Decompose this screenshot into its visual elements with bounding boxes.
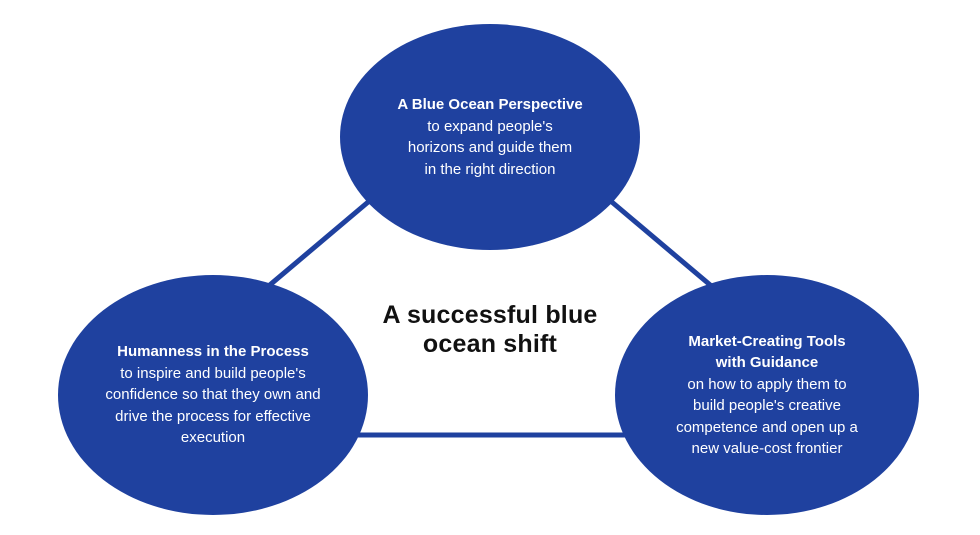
node-blue-ocean-perspective-heading: A Blue Ocean Perspective	[397, 94, 582, 116]
body-line: to expand people's	[427, 117, 553, 135]
node-blue-ocean-perspective: A Blue Ocean Perspective to expand peopl…	[340, 24, 640, 250]
heading-line: Humanness in the Process	[117, 343, 309, 361]
body-line: on how to apply them to	[687, 375, 847, 393]
connector-top-to-left	[250, 190, 382, 302]
heading-line: with Guidance	[715, 354, 819, 371]
body-line: to inspire and build people's	[120, 364, 306, 382]
node-market-creating-tools: Market-Creating Tools with Guidance on h…	[615, 275, 919, 515]
node-market-creating-tools-body: on how to apply them to build people's c…	[676, 374, 858, 460]
body-line: execution	[180, 429, 246, 447]
body-line: in the right direction	[424, 160, 556, 178]
heading-line: A Blue Ocean Perspective	[397, 96, 583, 113]
diagram-title: A successful blue ocean shift	[340, 301, 640, 359]
node-blue-ocean-perspective-body: to expand people's horizons and guide th…	[408, 116, 572, 181]
node-humanness-in-process-body: to inspire and build people's confidence…	[105, 363, 320, 449]
body-line: new value-cost frontier	[691, 440, 843, 457]
node-humanness-in-process: Humanness in the Process to inspire and …	[58, 275, 368, 515]
body-line: horizons and guide them	[407, 139, 573, 156]
body-line: competence and open up a	[676, 418, 858, 436]
body-line: drive the process for effective	[115, 407, 311, 425]
node-market-creating-tools-heading: Market-Creating Tools with Guidance	[688, 331, 845, 374]
heading-line: Market-Creating Tools	[688, 332, 846, 350]
diagram-title-line: ocean shift	[422, 330, 558, 358]
diagram-title-line: A successful blue	[382, 301, 598, 329]
body-line: confidence so that they own and	[105, 386, 321, 404]
body-line: build people's creative	[693, 397, 841, 414]
node-humanness-in-process-heading: Humanness in the Process	[117, 341, 309, 363]
connector-top-to-right	[598, 190, 730, 302]
